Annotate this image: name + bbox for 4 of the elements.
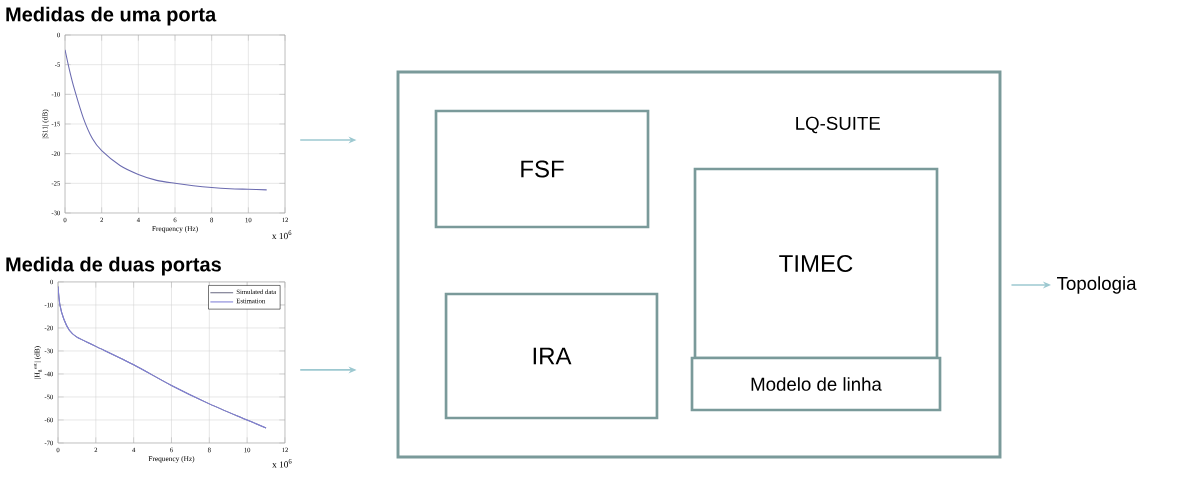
node-label: Medidas de uma porta (6, 6, 217, 26)
node-label: Medida de duas portas (6, 256, 221, 276)
text: x 10$^{6}$ (272, 459, 292, 468)
text: x 10$^{6}$ (271, 230, 292, 240)
